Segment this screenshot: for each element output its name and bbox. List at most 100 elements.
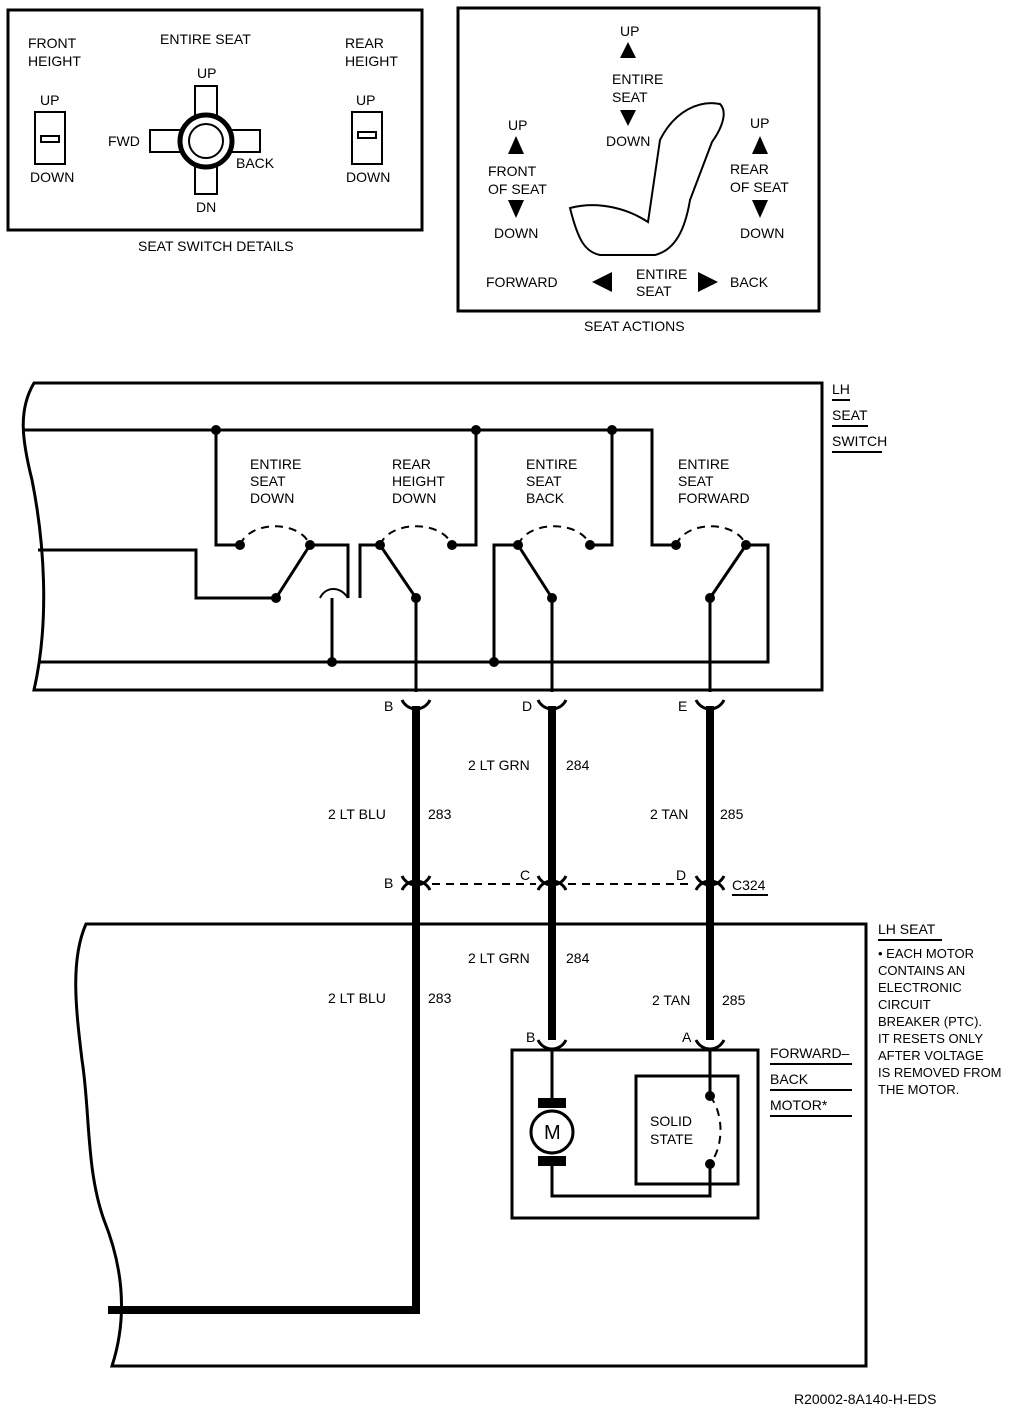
solid-state-label-2: STATE <box>650 1131 693 1147</box>
down-arrow-icon <box>620 110 636 126</box>
c324-pin-d: D <box>676 867 686 883</box>
note-line-7: AFTER VOLTAGE <box>878 1048 984 1063</box>
front-down-arrow-label: DOWN <box>494 225 538 241</box>
sa-entire-seat-1: ENTIRE <box>612 71 663 87</box>
contact-1-label-3: DOWN <box>250 490 294 506</box>
motor-icon <box>529 1109 575 1155</box>
front-up-arrow-icon <box>508 136 524 154</box>
tan-circuit-label-seat: 285 <box>722 992 746 1008</box>
contact-2-label-1: REAR <box>392 456 431 472</box>
contact-1-label-2: SEAT <box>250 473 286 489</box>
back-label-sa: BACK <box>730 274 769 290</box>
c324-label: C324 <box>732 877 766 893</box>
up-arrow-icon <box>620 42 636 58</box>
front-of-seat-2: OF SEAT <box>488 181 547 197</box>
switch-pin-e: E <box>678 698 687 714</box>
contact-4-label-2: SEAT <box>678 473 714 489</box>
contact-1-label-1: ENTIRE <box>250 456 301 472</box>
lh-switch-title-1: LH <box>832 381 850 397</box>
forward-label: FORWARD <box>486 274 558 290</box>
contact-rear-height-down <box>358 525 457 603</box>
seat-outline-icon <box>568 102 725 256</box>
note-line-6: IT RESETS ONLY <box>878 1031 983 1046</box>
note-line-1: • EACH MOTOR <box>878 946 974 961</box>
rear-up-label: UP <box>356 92 375 108</box>
motor-label-3: MOTOR* <box>770 1097 828 1113</box>
connector-c324: B C D C324 <box>384 867 768 896</box>
rear-down-label: DOWN <box>346 169 390 185</box>
front-up-arrow-label: UP <box>508 117 527 133</box>
c324-pin-c: C <box>520 867 530 883</box>
rear-height-switch-icon <box>351 111 383 165</box>
blu-wire-label: 2 LT BLU <box>328 806 386 822</box>
grn-wire-label: 2 LT GRN <box>468 757 530 773</box>
note-line-5: BREAKER (PTC). <box>878 1014 982 1029</box>
grn-wire-label-seat: 2 LT GRN <box>468 950 530 966</box>
document-id: R20002-8A140-H-EDS <box>794 1391 936 1407</box>
contact-4-label-3: FORWARD <box>678 490 750 506</box>
rear-height-label-2: HEIGHT <box>345 53 398 69</box>
wire-lt-blu-283-seat <box>108 890 420 1314</box>
seat-switch-details-panel: FRONT HEIGHT ENTIRE SEAT REAR HEIGHT UP … <box>6 8 424 232</box>
contact-3-label-1: ENTIRE <box>526 456 577 472</box>
four-way-switch-icon <box>149 85 261 195</box>
grn-circuit-label: 284 <box>566 757 590 773</box>
rear-up-arrow-label: UP <box>750 115 769 131</box>
lh-seat-switch-panel: LH SEAT SWITCH <box>21 381 887 692</box>
motor-pin-b: B <box>526 1029 535 1045</box>
entire-seat-label: ENTIRE SEAT <box>160 31 251 47</box>
rear-of-seat-1: REAR <box>730 161 769 177</box>
lh-switch-title-2: SEAT <box>832 407 868 423</box>
contact-entire-seat-down <box>235 525 350 603</box>
dn-label: DN <box>196 199 216 215</box>
front-down-arrow-icon <box>508 200 524 218</box>
tan-wire-label: 2 TAN <box>650 806 688 822</box>
contact-2-label-3: DOWN <box>392 490 436 506</box>
note-line-9: THE MOTOR. <box>878 1082 959 1097</box>
motor-symbol: M <box>544 1122 561 1144</box>
sa-entire-seat-bottom-2: SEAT <box>636 283 672 299</box>
seat-actions-panel: UP ENTIRE SEAT DOWN UP FRONT OF SEAT DOW… <box>456 6 821 313</box>
rear-of-seat-2: OF SEAT <box>730 179 789 195</box>
sa-down-label: DOWN <box>606 133 650 149</box>
solid-state-label-1: SOLID <box>650 1113 692 1129</box>
note-line-8: IS REMOVED FROM <box>878 1065 1002 1080</box>
blu-circuit-label: 283 <box>428 806 452 822</box>
contact-3-label-3: BACK <box>526 490 565 506</box>
note-line-4: CIRCUIT <box>878 997 931 1012</box>
sa-entire-seat-2: SEAT <box>612 89 648 105</box>
sa-entire-seat-bottom-1: ENTIRE <box>636 266 687 282</box>
switch-pin-d: D <box>522 698 532 714</box>
sa-up-label: UP <box>620 23 639 39</box>
c324-pin-b: B <box>384 875 393 891</box>
motor-label-1: FORWARD– <box>770 1045 850 1061</box>
contact-3-label-2: SEAT <box>526 473 562 489</box>
lh-seat-title: LH SEAT <box>878 921 936 937</box>
lh-switch-title-3: SWITCH <box>832 433 887 449</box>
rear-height-label-1: REAR <box>345 35 384 51</box>
motor-label-2: BACK <box>770 1071 809 1087</box>
back-arrow-icon <box>698 272 718 292</box>
contact-entire-seat-forward <box>38 525 770 664</box>
fwd-label: FWD <box>108 133 140 149</box>
seat-switch-details-caption: SEAT SWITCH DETAILS <box>138 238 294 254</box>
switch-pin-b: B <box>384 698 393 714</box>
note-line-3: ELECTRONIC <box>878 980 962 995</box>
front-height-label-2: HEIGHT <box>28 53 81 69</box>
front-height-switch-icon <box>34 111 66 165</box>
seat-actions-caption: SEAT ACTIONS <box>584 318 685 334</box>
front-up-label: UP <box>40 92 59 108</box>
blu-wire-label-seat: 2 LT BLU <box>328 990 386 1006</box>
es-up-label: UP <box>197 65 216 81</box>
tan-circuit-label: 285 <box>720 806 744 822</box>
contact-2-label-2: HEIGHT <box>392 473 445 489</box>
motor-pin-a: A <box>682 1029 692 1045</box>
note-line-2: CONTAINS AN <box>878 963 965 978</box>
forward-arrow-icon <box>592 272 612 292</box>
blu-circuit-label-seat: 283 <box>428 990 452 1006</box>
tan-wire-label-seat: 2 TAN <box>652 992 690 1008</box>
front-of-seat-1: FRONT <box>488 163 537 179</box>
forward-back-motor: M SOLID STATE <box>510 1048 760 1220</box>
lh-seat-panel: LH SEAT • EACH MOTOR CONTAINS AN ELECTRO… <box>74 890 1002 1368</box>
